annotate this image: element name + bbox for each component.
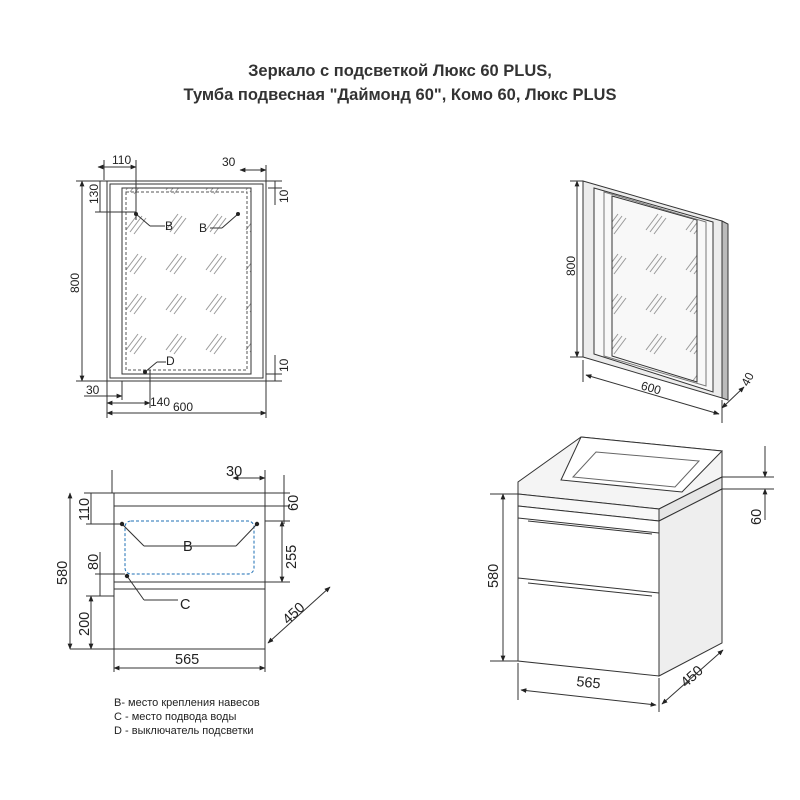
leader-b-left bbox=[135, 213, 151, 227]
iso-dim-line-565 bbox=[520, 688, 657, 707]
dim-130: 130 bbox=[87, 184, 101, 204]
sink-outline bbox=[124, 520, 255, 575]
handle-top bbox=[527, 520, 653, 535]
iso-dim-600: 600 bbox=[639, 379, 662, 398]
label-b-right: B bbox=[199, 221, 207, 235]
water-point bbox=[124, 573, 130, 579]
title-line-1: Зеркало с подсветкой Люкс 60 PLUS, bbox=[248, 62, 552, 80]
iso-dim-800: 800 bbox=[564, 256, 578, 276]
label-b-left: B bbox=[165, 219, 173, 233]
iso-dim-450: 450 bbox=[678, 663, 707, 691]
iso-dim-line-450 bbox=[661, 649, 724, 705]
dim-800: 800 bbox=[68, 273, 82, 293]
leader-b-left bbox=[121, 523, 145, 547]
mirror-iso-glass bbox=[611, 195, 698, 383]
hanger-point-left bbox=[134, 212, 138, 216]
mirror-frame-inner bbox=[109, 183, 264, 379]
cabinet-body bbox=[113, 505, 266, 650]
dim-60: 60 bbox=[286, 495, 302, 511]
leader-b-right bbox=[221, 213, 239, 229]
mirror-outer-frame bbox=[106, 180, 267, 382]
cabinet-iso-view bbox=[490, 436, 774, 712]
drawer-top-groove bbox=[517, 517, 660, 534]
dim-600: 600 bbox=[173, 400, 193, 414]
hanger-point-right bbox=[254, 521, 260, 527]
cabinet-markers bbox=[119, 521, 260, 579]
iso-dim-60: 60 bbox=[749, 509, 765, 525]
legend-item-d: D - выключатель подсветки bbox=[114, 725, 254, 737]
handle-bottom bbox=[527, 582, 653, 597]
mirror-glass bbox=[121, 187, 252, 375]
hanger-point-right bbox=[236, 212, 240, 216]
dim-30-top: 30 bbox=[222, 155, 236, 169]
dim-110: 110 bbox=[112, 153, 131, 167]
cabinet-top-slab bbox=[113, 492, 266, 507]
iso-dim-40: 40 bbox=[738, 370, 757, 389]
dim-140: 140 bbox=[150, 395, 170, 409]
drawer-split bbox=[517, 577, 660, 594]
dim-80: 80 bbox=[86, 554, 102, 570]
iso-dim-line-600 bbox=[585, 374, 720, 415]
hanger-point-left bbox=[119, 521, 125, 527]
iso-dim-580: 580 bbox=[486, 564, 502, 588]
label-c: C bbox=[180, 597, 190, 613]
legend-item-c: C - место подвода воды bbox=[114, 711, 237, 723]
dim-200: 200 bbox=[77, 612, 93, 636]
dim-10-top: 10 bbox=[277, 189, 291, 203]
cabinet-front-view bbox=[67, 470, 331, 672]
label-b: B bbox=[183, 539, 193, 555]
dim-30-bot: 30 bbox=[86, 383, 100, 397]
mirror-iso-view bbox=[570, 180, 745, 423]
dim-580: 580 bbox=[55, 561, 71, 585]
cabinet-front-texts: 30 60 110 580 255 80 200 450 565 B C bbox=[55, 464, 308, 668]
leader-c bbox=[126, 575, 145, 601]
dim-line-450 bbox=[267, 586, 331, 644]
dim-450: 450 bbox=[280, 600, 309, 628]
dim-10-bot: 10 bbox=[277, 358, 291, 372]
leader-b-right bbox=[235, 523, 258, 547]
mirror-iso-side bbox=[721, 220, 729, 401]
mirror-front-view bbox=[76, 160, 282, 418]
title-line-2: Тумба подвесная "Даймонд 60", Комо 60, Л… bbox=[183, 86, 617, 104]
switch-point bbox=[143, 370, 147, 374]
leader-d bbox=[144, 361, 158, 373]
cabinet-iso-side bbox=[658, 488, 723, 677]
dim-565: 565 bbox=[175, 652, 199, 668]
iso-dim-line-40 bbox=[721, 386, 745, 409]
legend-item-b: B- место крепления навесов bbox=[114, 697, 260, 709]
mirror-iso-texts: 800 600 40 bbox=[564, 256, 757, 398]
cabinet-iso-basin bbox=[571, 451, 701, 488]
mirror-light-outline bbox=[125, 191, 248, 371]
iso-dim-565: 565 bbox=[576, 674, 602, 692]
dim-110: 110 bbox=[77, 498, 93, 521]
dim-255: 255 bbox=[284, 545, 300, 569]
label-d: D bbox=[166, 354, 175, 368]
mirror-markers bbox=[134, 212, 240, 374]
mirror-front-texts: 110 30 130 10 800 10 30 140 600 B B D bbox=[68, 153, 291, 414]
dim-30: 30 bbox=[226, 464, 242, 480]
